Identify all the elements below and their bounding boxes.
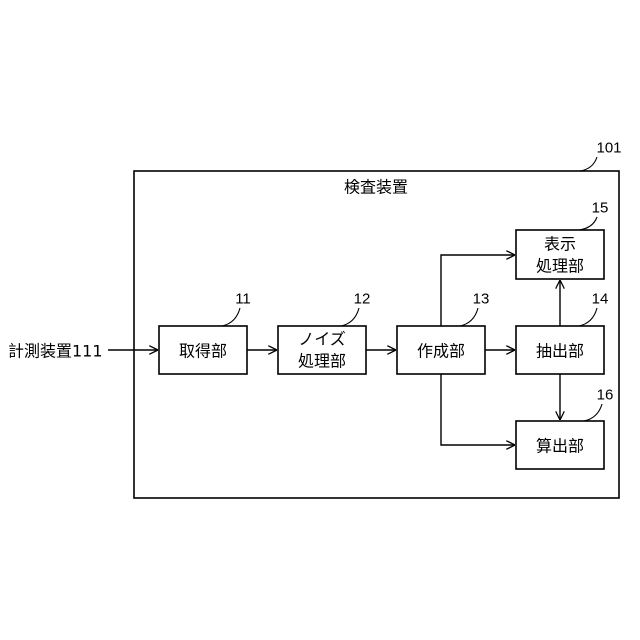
extract-ref-number: 14 (592, 291, 609, 308)
display-ref-number: 15 (592, 200, 609, 217)
create-label: 作成部 (417, 342, 465, 361)
display-label-line2: 処理部 (536, 257, 584, 276)
display-label-line1: 表示 (544, 235, 576, 254)
input-label: 計測装置111 (8, 342, 103, 361)
calc-ref-number: 16 (597, 387, 614, 404)
acquire-ref-number: 11 (235, 291, 251, 308)
extract-label: 抽出部 (536, 342, 584, 361)
system-title: 検査装置 (344, 178, 408, 197)
noise-label-line2: 処理部 (298, 352, 346, 371)
system-ref-leader (580, 157, 597, 171)
noise-ref-number: 12 (354, 291, 371, 308)
create-ref-number: 13 (473, 291, 490, 308)
system-ref-number: 101 (596, 140, 621, 157)
acquire-label: 取得部 (179, 342, 227, 361)
noise-label-line1: ノイズ (298, 330, 346, 349)
calc-label: 算出部 (536, 437, 584, 456)
